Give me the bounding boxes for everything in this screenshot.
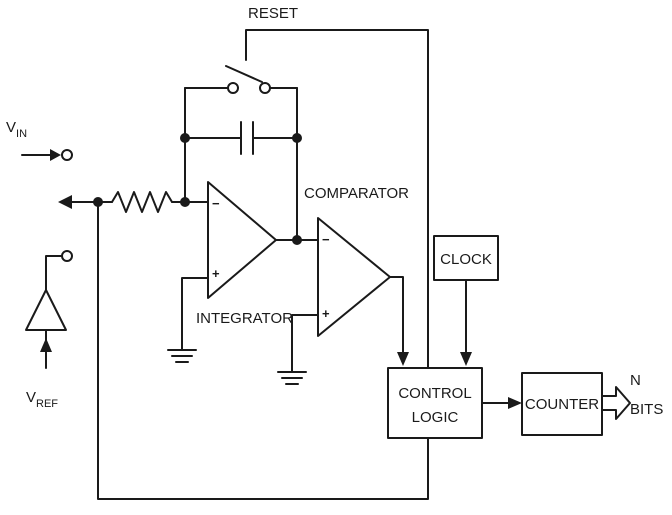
vref-buffer: VREF (25, 250, 73, 410)
switch-contact-right (259, 82, 271, 94)
vref-buffer-symbol (25, 289, 67, 331)
integrator-label: INTEGRATOR (196, 310, 293, 327)
integrator-minus-label: − (212, 196, 220, 211)
control-out-arrow-icon (508, 397, 522, 409)
vin-label: VIN (6, 119, 27, 140)
clock-box (433, 235, 499, 281)
integrator-symbol (207, 181, 277, 299)
comparator-plus-label: + (322, 306, 330, 321)
comparator-ground-icon (277, 371, 307, 385)
clock-block: CLOCK (433, 235, 499, 366)
vref-label: VREF (26, 389, 58, 410)
clock-out-arrow-icon (460, 352, 472, 366)
bits-label: BITS (630, 401, 663, 418)
control-label-line2: LOGIC (412, 409, 459, 426)
vref-terminal (61, 250, 73, 262)
control-logic-box (387, 367, 483, 439)
comparator-symbol (317, 217, 391, 337)
control-logic-block: CONTROL LOGIC (387, 367, 522, 439)
integrator-feedback (180, 65, 302, 245)
comparator: COMPARATOR − + (277, 185, 409, 385)
vin-input: VIN (6, 119, 73, 161)
output-arrow-icon (58, 195, 72, 209)
integrator-opamp: − + INTEGRATOR (167, 181, 319, 363)
clock-label: CLOCK (440, 251, 492, 268)
control-feedback-wire (97, 201, 429, 500)
reset-switch-blade (225, 65, 263, 83)
comparator-out-arrow-icon (397, 352, 409, 366)
vin-terminal (61, 149, 73, 161)
nbits-bus-arrow-icon (601, 386, 631, 420)
vref-arrow-icon (40, 338, 52, 352)
reset-label: RESET (248, 5, 298, 22)
comparator-label: COMPARATOR (304, 185, 409, 202)
n-label: N (630, 372, 641, 389)
comparator-minus-label: − (322, 232, 330, 247)
integrator-plus-label: + (212, 266, 220, 281)
control-label-line1: CONTROL (398, 385, 471, 402)
counter-block: COUNTER N BITS (521, 372, 663, 436)
vin-arrow-icon (50, 149, 61, 161)
switch-contact-left (227, 82, 239, 94)
reset-line: RESET (245, 5, 429, 369)
input-resistor (111, 191, 173, 213)
integrator-ground-icon (167, 349, 197, 363)
counter-label: COUNTER (525, 396, 599, 413)
